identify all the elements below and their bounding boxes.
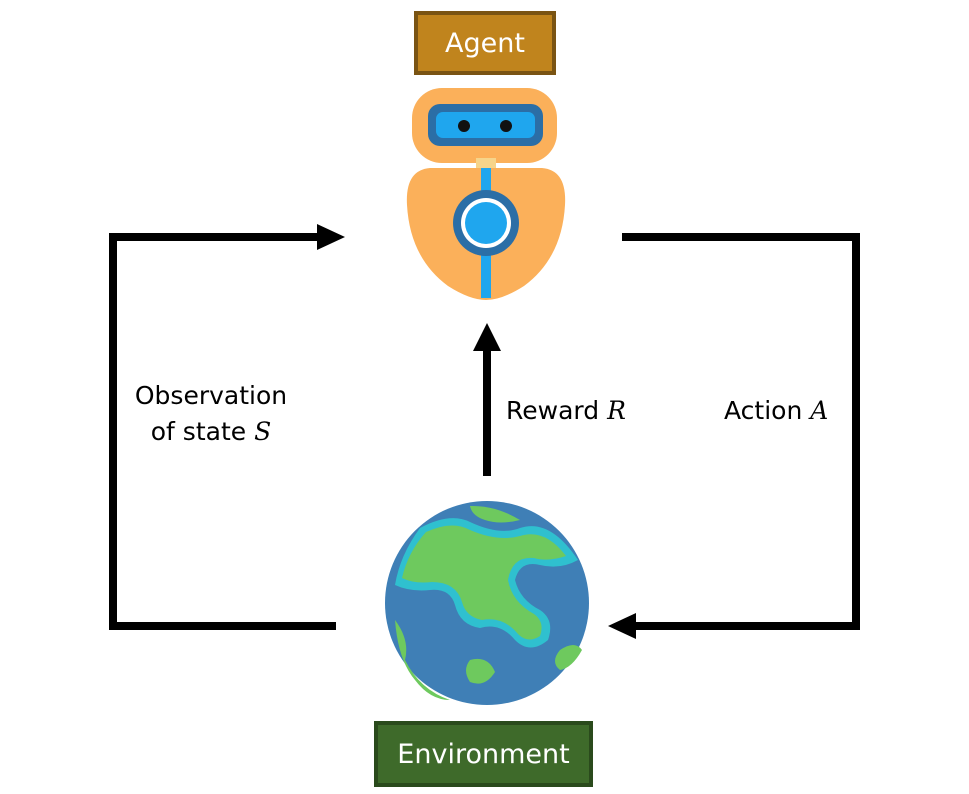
environment-label: Environment [397, 738, 570, 770]
action-prefix: Action [724, 396, 811, 425]
observation-line2: of state S [128, 414, 294, 450]
earth-globe-icon [385, 501, 589, 705]
action-arrow [608, 233, 860, 639]
observation-var: S [254, 417, 272, 446]
reward-var: R [607, 396, 626, 425]
observation-prefix: of state [150, 417, 255, 446]
observation-line1: Observation [134, 381, 288, 410]
environment-label-box: Environment [374, 721, 593, 787]
action-label: Action A [724, 393, 828, 429]
observation-label: Observation of state S [128, 378, 294, 450]
agent-label: Agent [445, 27, 525, 59]
reward-prefix: Reward [506, 396, 608, 425]
agent-label-box: Agent [414, 11, 556, 75]
robot-icon [406, 88, 566, 300]
reward-arrow [473, 323, 501, 476]
reward-label: Reward R [506, 393, 626, 429]
observation-arrow [109, 224, 345, 630]
action-var: A [810, 396, 829, 425]
